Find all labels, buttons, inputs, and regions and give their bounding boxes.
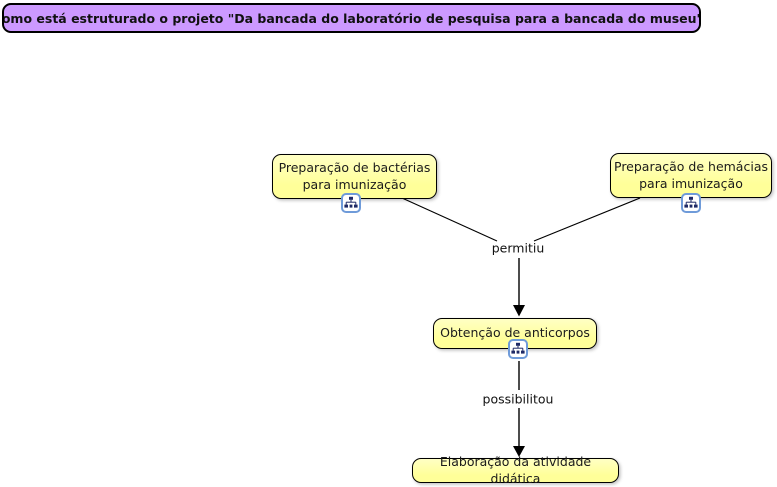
focus-question-node[interactable]: Como está estruturado o projeto "Da banc… <box>2 3 701 33</box>
node-obtencao-anticorpos[interactable]: Obtenção de anticorpos <box>433 318 597 349</box>
concept-map-resource-icon[interactable] <box>341 193 361 213</box>
linking-word-possibilitou[interactable]: possibilitou <box>482 391 554 407</box>
node-preparacao-bacterias[interactable]: Preparação de bactérias para imunização <box>272 154 437 199</box>
edge-bacterias-permitiu <box>401 197 498 242</box>
arrowhead-anticorpos <box>513 305 525 317</box>
node-elaboracao-atividade[interactable]: Elaboração da atividade didática <box>412 454 619 486</box>
linking-word-permitiu[interactable]: permitiu <box>491 240 545 256</box>
edge-hemacias-permitiu <box>533 197 641 242</box>
concept-map-resource-icon[interactable] <box>508 339 528 359</box>
concept-map-resource-icon[interactable] <box>681 193 701 213</box>
node-preparacao-hemacias[interactable]: Preparação de hemácias para imunização <box>610 153 772 198</box>
